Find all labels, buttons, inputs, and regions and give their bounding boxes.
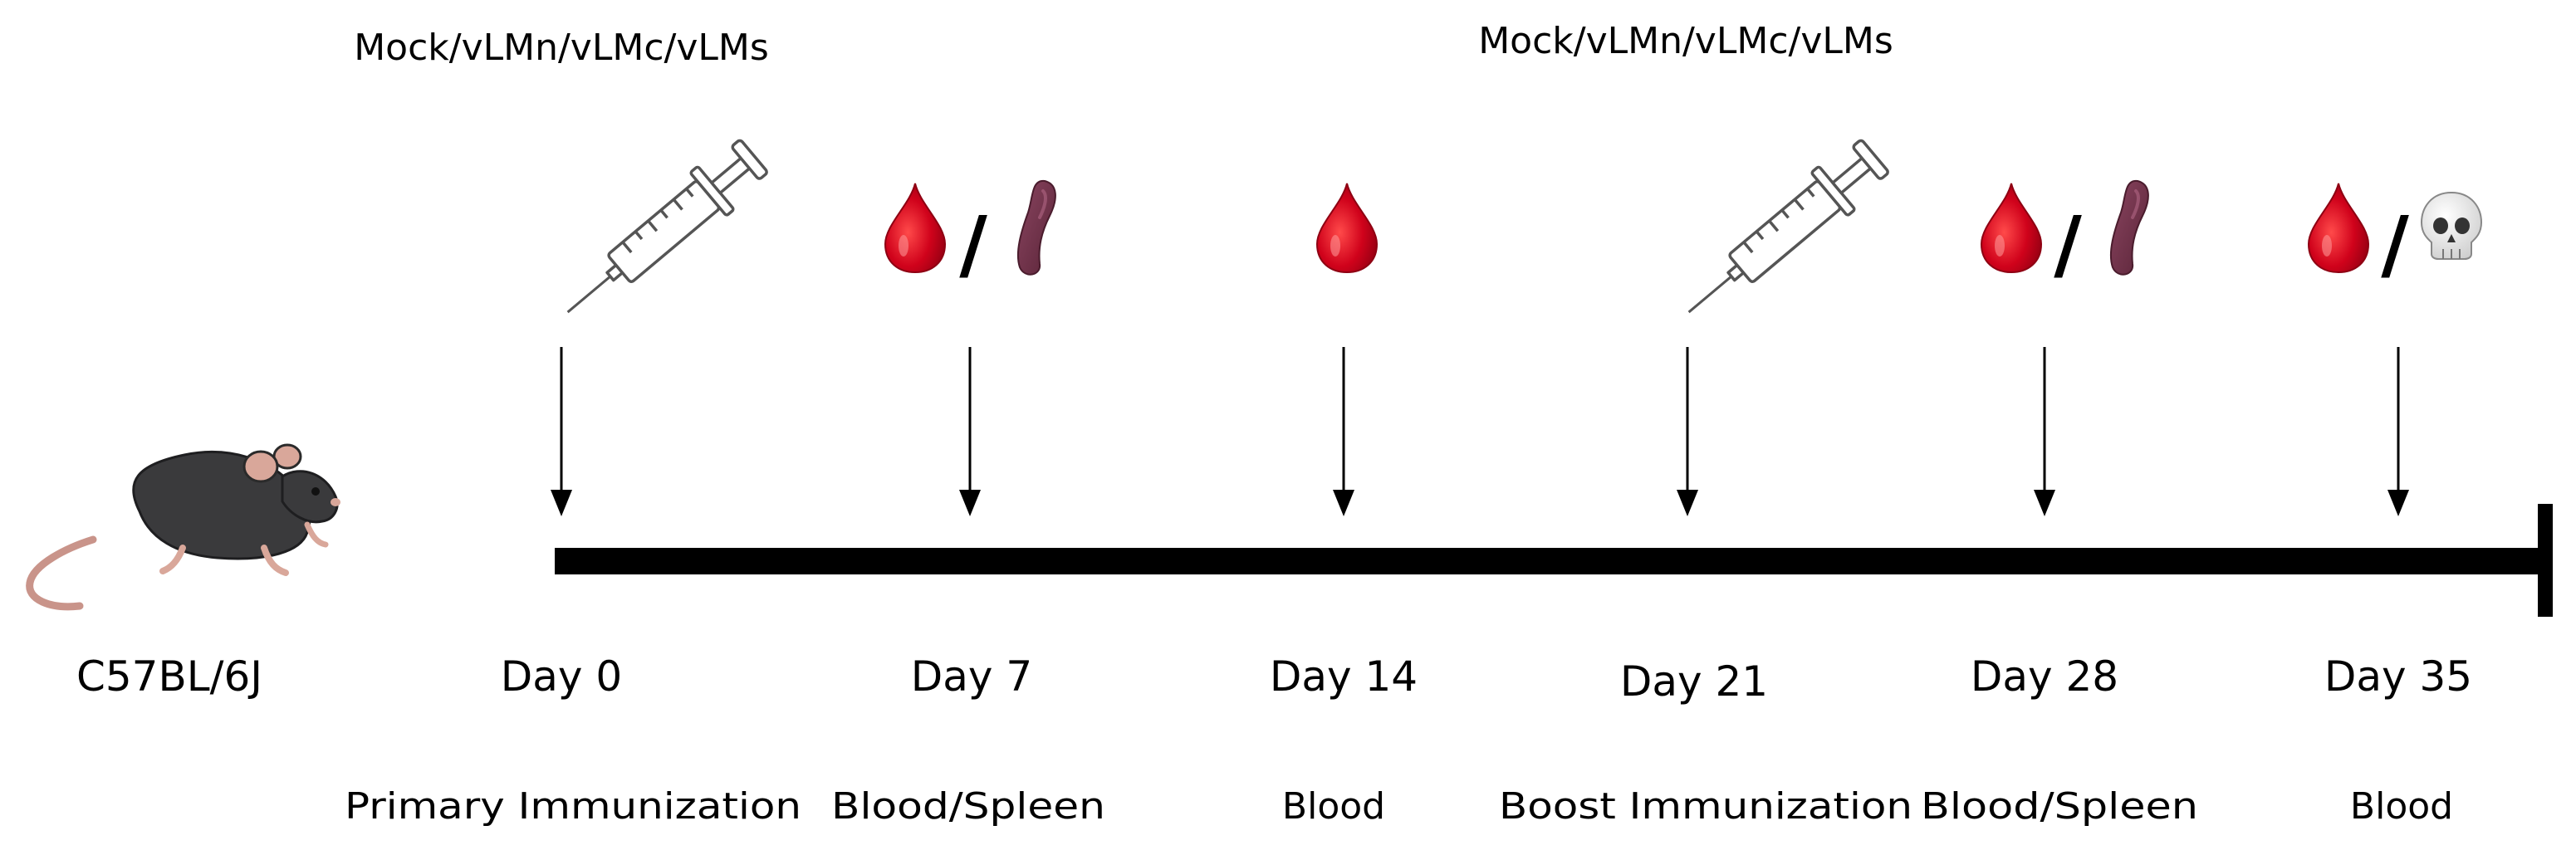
- spleen-icon: [1016, 178, 1057, 276]
- timeline-end-cap: [2538, 504, 2553, 617]
- event-label: Blood: [1282, 785, 1385, 828]
- arrow-day-21: [1677, 347, 1698, 516]
- skull-icon: [2421, 192, 2482, 260]
- arrow-day-0: [551, 347, 572, 516]
- syringe-icon: [1668, 132, 1895, 335]
- blood-drop-icon: [1316, 183, 1378, 273]
- arrow-day-14: [1333, 347, 1354, 516]
- icon-separator: /: [959, 200, 987, 289]
- timeline-bar: [555, 548, 2553, 574]
- day-label: Day 28: [1971, 652, 2118, 701]
- day-label: Day 0: [501, 652, 622, 701]
- injection-label-boost: Mock/vLMn/vLMc/vLMs: [1478, 20, 1893, 62]
- event-label: Blood: [2350, 785, 2453, 828]
- blood-drop-icon: [884, 183, 946, 273]
- event-label: Blood/Spleen: [1921, 785, 2198, 828]
- injection-label-primary: Mock/vLMn/vLMc/vLMs: [354, 27, 769, 69]
- event-label: Primary Immunization: [345, 785, 801, 828]
- icon-separator: /: [2054, 200, 2082, 289]
- mouse-icon: [26, 443, 340, 611]
- syringe-icon: [547, 132, 774, 335]
- blood-drop-icon: [2308, 183, 2369, 273]
- icon-separator: /: [2381, 200, 2409, 289]
- event-label: Blood/Spleen: [831, 785, 1105, 828]
- event-label: Boost Immunization: [1499, 785, 1912, 828]
- day-label: Day 14: [1270, 652, 1418, 701]
- spleen-icon: [2108, 178, 2150, 276]
- blood-drop-icon: [1981, 183, 2042, 273]
- day-label: Day 21: [1620, 657, 1768, 706]
- arrow-day-7: [959, 347, 981, 516]
- arrow-day-28: [2034, 347, 2055, 516]
- strain-label: C57BL/6J: [76, 652, 262, 701]
- arrow-day-35: [2387, 347, 2409, 516]
- day-label: Day 7: [911, 652, 1032, 701]
- day-label: Day 35: [2324, 652, 2472, 701]
